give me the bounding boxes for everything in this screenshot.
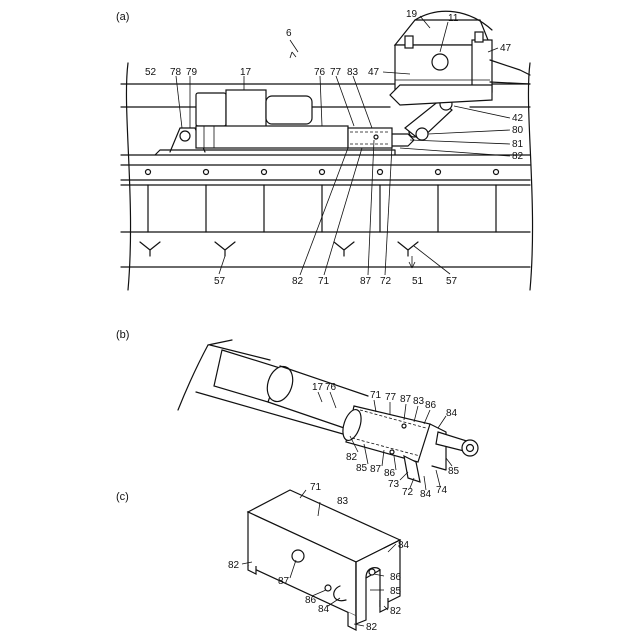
ref-label: 83 <box>337 496 349 507</box>
ref-label: 78 <box>170 67 182 78</box>
ref-label: 82 <box>228 560 240 571</box>
ref-label: 83 <box>413 396 425 407</box>
ref-label: 84 <box>446 408 458 419</box>
panel-a-label: (a) <box>116 11 129 23</box>
ref-label: 82 <box>292 276 304 287</box>
ref-label: 86 <box>390 572 402 583</box>
ref-label: 6 <box>286 28 292 39</box>
ref-label: 82 <box>366 622 378 633</box>
nozzles <box>140 242 418 256</box>
ref-label: 82 <box>512 151 524 162</box>
ref-label: 87 <box>278 576 290 587</box>
ref-label: 82 <box>346 452 358 463</box>
ref-label: 84 <box>398 540 410 551</box>
ref-label: 84 <box>318 604 330 615</box>
ref-label: 85 <box>356 463 368 474</box>
ref-label: 84 <box>420 489 432 500</box>
panel-b-label: (b) <box>116 329 129 341</box>
cylinder-17 <box>196 90 348 148</box>
ref-label: 77 <box>385 392 397 403</box>
ref-label: 86 <box>425 400 437 411</box>
ref-label: 52 <box>145 67 157 78</box>
ref-label: 87 <box>370 464 382 475</box>
ref-label: 86 <box>305 595 317 606</box>
ref-label: 19 <box>406 9 418 20</box>
rail-bolts <box>146 170 499 175</box>
cover-71 <box>348 128 392 148</box>
ref-label: 42 <box>512 113 524 124</box>
ref-label: 47 <box>368 67 380 78</box>
ref-label: 51 <box>412 276 424 287</box>
panel-c: (c) <box>116 482 410 633</box>
ref-label: 86 <box>384 468 396 479</box>
ref-label: 17 <box>240 67 252 78</box>
ref-label: 80 <box>512 125 524 136</box>
ref-label: 17 <box>312 382 324 393</box>
ref-label: 83 <box>347 67 359 78</box>
panel-a: (a) <box>116 9 533 290</box>
ref-label: 77 <box>330 67 342 78</box>
housing-47 <box>390 11 530 105</box>
ref-label: 47 <box>500 43 512 54</box>
ref-label: 82 <box>390 606 402 617</box>
ref-label: 76 <box>314 67 326 78</box>
ref-label: 79 <box>186 67 198 78</box>
ref-label: 85 <box>448 466 460 477</box>
ref-label: 71 <box>310 482 322 493</box>
ref-label: 81 <box>512 139 524 150</box>
ref-label: 71 <box>318 276 330 287</box>
ref-label: 73 <box>388 479 400 490</box>
ref-label: 87 <box>400 394 412 405</box>
panel-c-label: (c) <box>116 491 129 503</box>
ref-label: 76 <box>325 382 337 393</box>
ref-label: 85 <box>390 586 402 597</box>
ref-label: 72 <box>402 487 414 498</box>
ref-label: 87 <box>360 276 372 287</box>
ref-label: 74 <box>436 485 448 496</box>
ref-label: 57 <box>214 276 226 287</box>
panel-b: (b) <box>116 329 478 500</box>
ref-label: 57 <box>446 276 458 287</box>
ref-label: 72 <box>380 276 392 287</box>
ref-label: 11 <box>448 13 459 24</box>
ref-label: 71 <box>370 390 382 401</box>
